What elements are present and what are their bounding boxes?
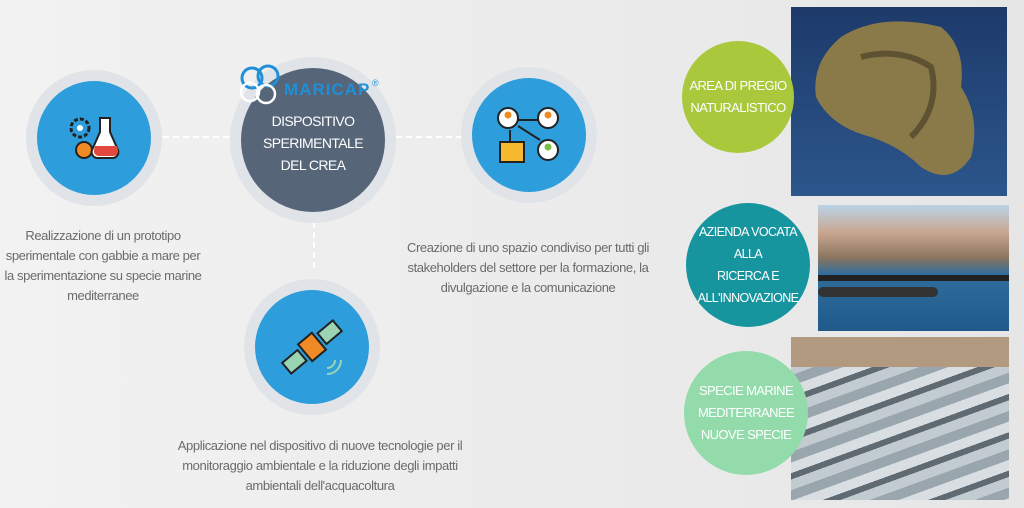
- feature-specie-marine: SPECIE MARINE MEDITERRANEE NUOVE SPECIE: [684, 351, 808, 475]
- satellite-icon: [280, 319, 344, 375]
- logo-text: MARICAP: [284, 80, 371, 99]
- feature-line: NATURALISTICO: [690, 100, 786, 115]
- text-line: mediterranee: [67, 288, 139, 303]
- network-people-icon: [497, 107, 559, 163]
- text-line: divulgazione e la comunicazione: [440, 280, 616, 295]
- bottom-node: [255, 290, 369, 404]
- center-node: DISPOSITIVO SPERIMENTALE DEL CREA: [241, 68, 385, 212]
- text-line: Creazione di uno spazio condiviso per tu…: [406, 240, 650, 255]
- text-line: Applicazione nel dispositivo di nuove te…: [177, 438, 463, 453]
- text-line: stakeholders del settore per la formazio…: [407, 260, 649, 275]
- feature-line: MEDITERRANEE: [697, 405, 795, 420]
- feature-line: RICERCA E: [717, 269, 780, 283]
- left-description: Realizzazione di un prototipo sperimenta…: [0, 226, 206, 306]
- maricap-logo: MARICAP ®: [238, 64, 388, 108]
- aquaculture-photo: [818, 205, 1009, 331]
- text-line: ambientali dell'acquacoltura: [245, 478, 395, 493]
- maricap-flower-icon: [239, 64, 280, 105]
- connector-right: [396, 136, 462, 138]
- bottom-description: Applicazione nel dispositivo di nuove te…: [170, 436, 470, 496]
- connector-left: [163, 136, 229, 138]
- gears-flask-icon: [69, 117, 120, 159]
- fish-photo: [791, 337, 1009, 500]
- feature-line: AZIENDA VOCATA ALLA: [698, 225, 798, 261]
- feature-line: ALL'INNOVAZIONE: [697, 291, 799, 305]
- feature-line: AREA DI PREGIO: [689, 78, 787, 93]
- feature-line: NUOVE SPECIE: [700, 427, 792, 442]
- text-line: sperimentale con gabbie a mare per: [5, 248, 201, 263]
- text-line: monitoraggio ambientale e la riduzione d…: [182, 458, 458, 473]
- text-line: la sperimentazione su specie marine: [4, 268, 202, 283]
- feature-area-pregio: AREA DI PREGIO NATURALISTICO: [682, 41, 794, 153]
- left-node: [37, 81, 151, 195]
- feature-azienda-ricerca: AZIENDA VOCATA ALLA RICERCA E ALL'INNOVAZI…: [686, 203, 810, 327]
- feature-line: SPECIE MARINE: [698, 383, 794, 398]
- text-line: Realizzazione di un prototipo: [25, 228, 181, 243]
- right-description: Creazione di uno spazio condiviso per tu…: [398, 238, 658, 298]
- right-node: [472, 78, 586, 192]
- connector-bottom: [313, 222, 315, 268]
- center-label-line: DISPOSITIVO: [271, 113, 355, 129]
- center-label-line: SPERIMENTALE: [263, 135, 364, 151]
- logo-registered-mark: ®: [372, 78, 379, 88]
- island-photo: [791, 7, 1007, 196]
- center-label-line: DEL CREA: [280, 157, 346, 173]
